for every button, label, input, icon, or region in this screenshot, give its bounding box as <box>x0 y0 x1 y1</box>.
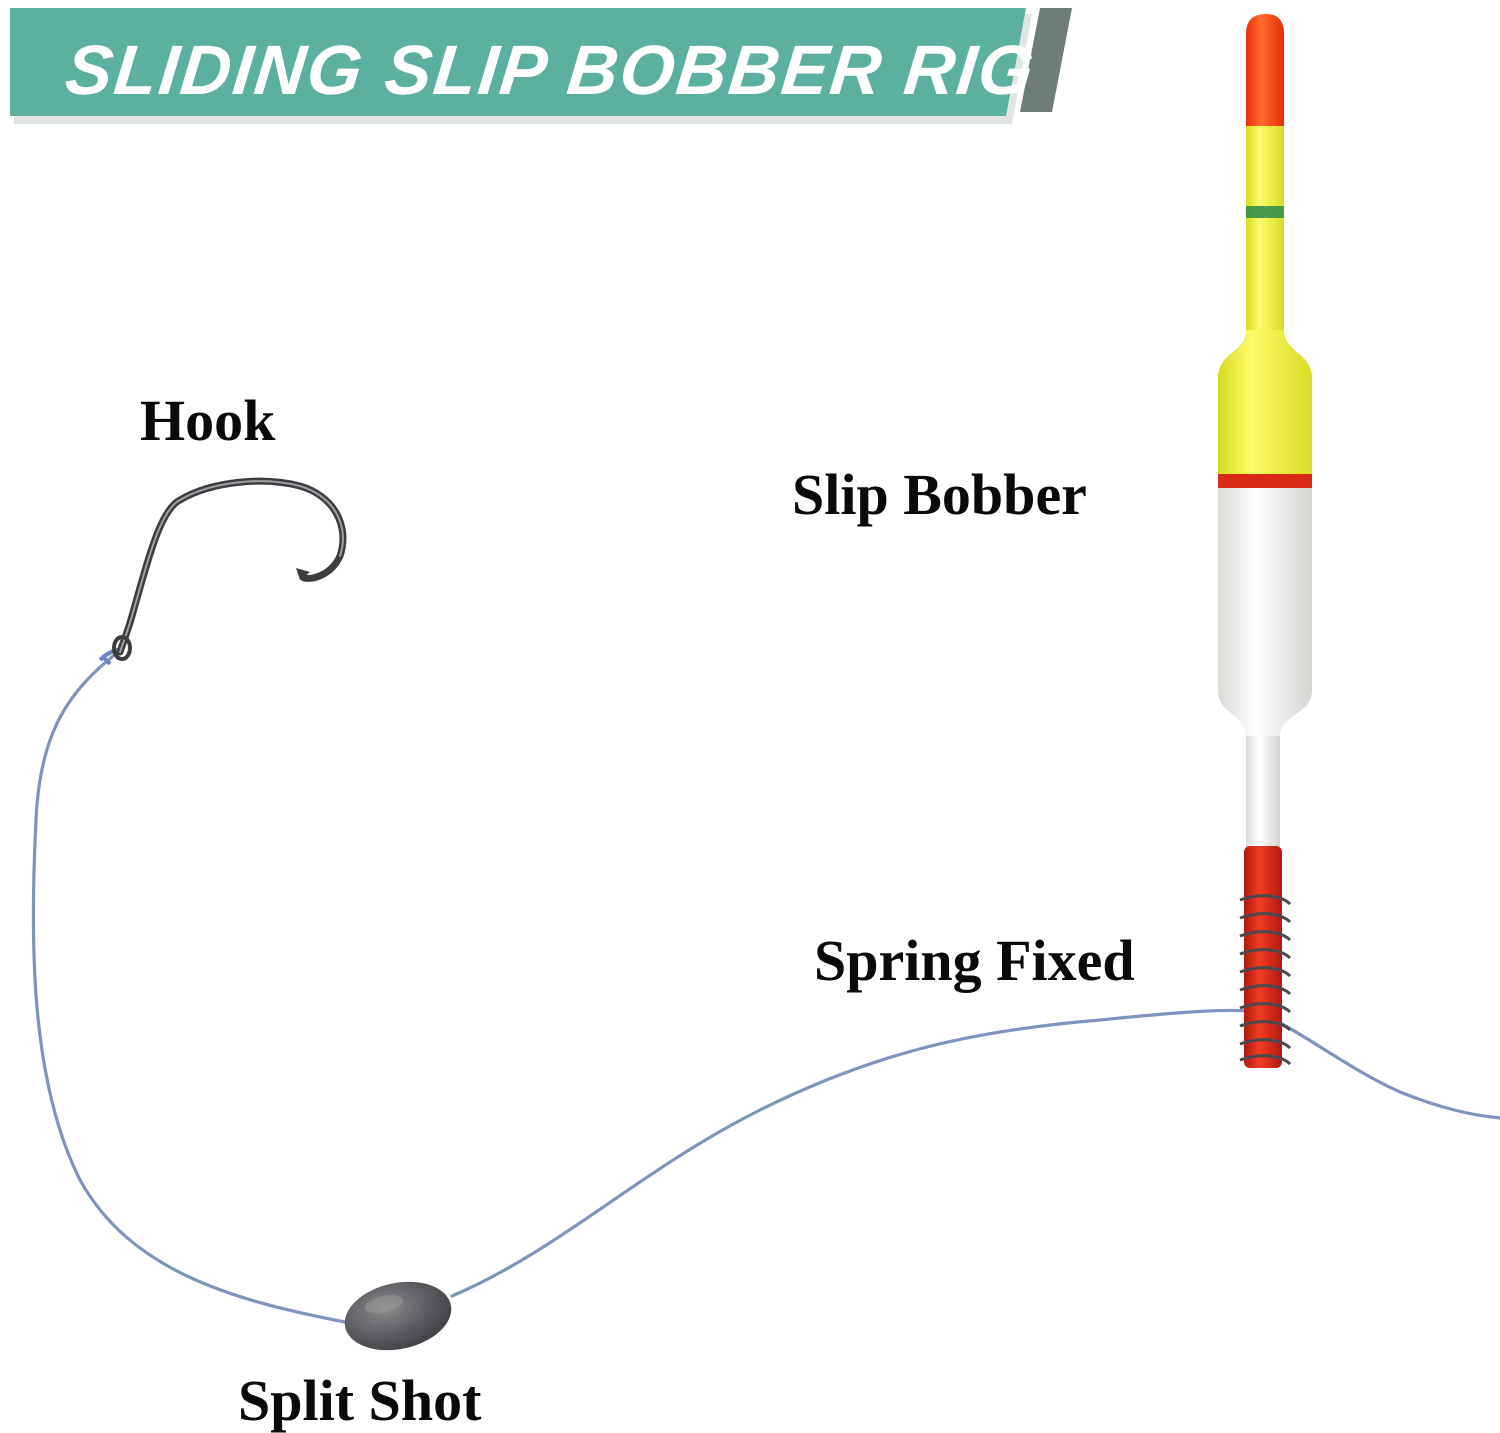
spring-icon <box>1239 894 1292 1066</box>
banner-gray-stripe <box>1020 8 1072 112</box>
split-shot-sinker-icon <box>344 1281 452 1351</box>
banner-teal-band <box>10 8 1026 116</box>
fishing-line <box>31 650 1500 1324</box>
hook-label: Hook <box>140 388 276 453</box>
spring-fixed-label: Spring Fixed <box>814 928 1135 993</box>
title-banner <box>10 8 1072 124</box>
split-shot-label: Split Shot <box>238 1368 482 1433</box>
slip-bobber-icon <box>1218 14 1312 1068</box>
slip-bobber-label: Slip Bobber <box>792 462 1087 527</box>
banner-title: SLIDING SLIP BOBBER RIG <box>61 31 1040 109</box>
hook-icon <box>112 477 347 661</box>
